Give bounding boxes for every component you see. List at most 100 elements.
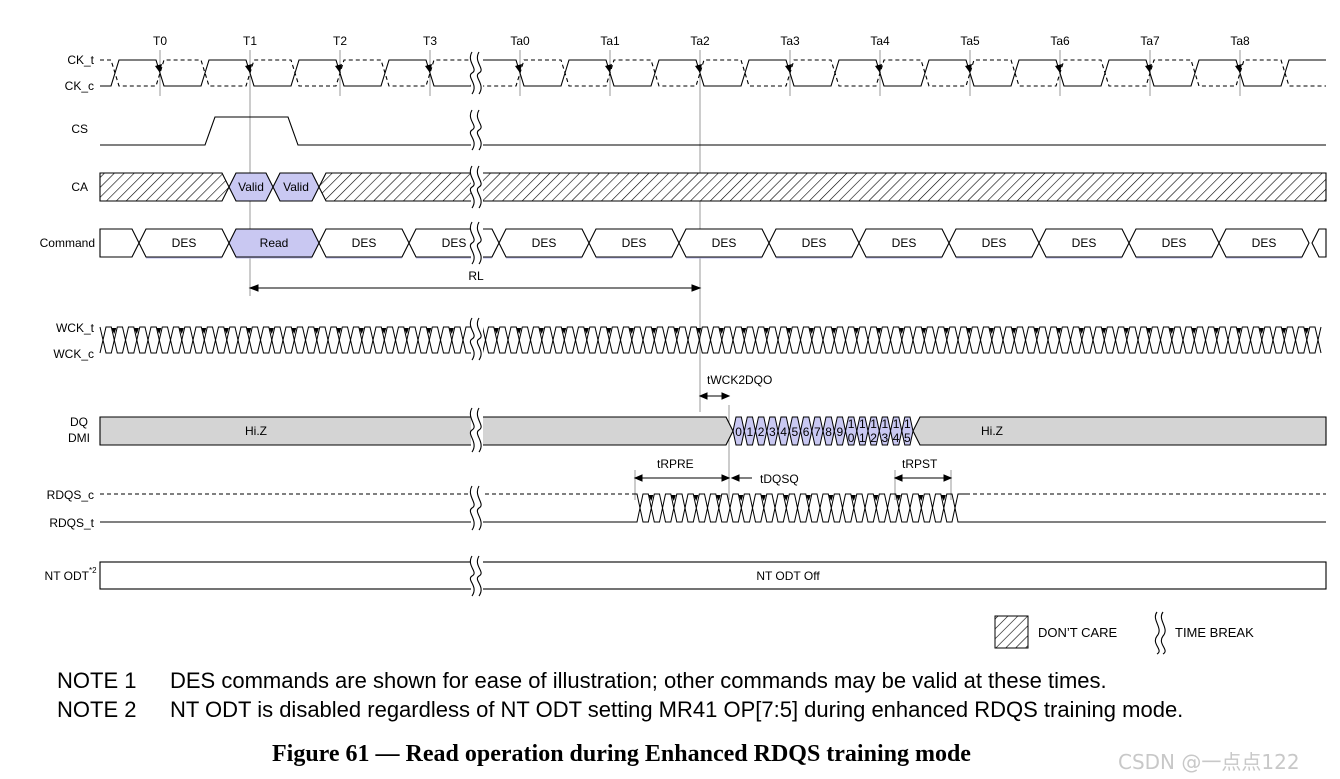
rdqs-edge-arrow <box>693 495 699 501</box>
wck-edge-arrow <box>1213 328 1219 334</box>
dq-bit-label: 1 <box>904 417 911 431</box>
command-label: DES <box>1252 236 1277 250</box>
nt-odt-label-text: NT ODT <box>45 569 90 583</box>
signal-labels: CK_t CK_c CS CA Command WCK_t WCK_c DQ D… <box>40 53 97 583</box>
ck-edge-arrow <box>335 64 342 73</box>
wck-edge-arrow <box>1123 328 1129 334</box>
dq-bit-label: 7 <box>814 425 821 439</box>
wck-edge-arrow <box>1056 328 1062 334</box>
signal-label-rdqs-c: RDQS_c <box>47 488 94 502</box>
wck-edge-arrow <box>898 328 904 334</box>
tick-label-ta5: Ta5 <box>960 34 980 48</box>
dq-bit-label: 4 <box>780 425 787 439</box>
signal-label-wck-c: WCK_c <box>53 347 94 361</box>
note-2-label: NOTE 2 <box>57 697 137 722</box>
command-label: DES <box>1162 236 1187 250</box>
time-break-markers <box>469 51 483 597</box>
time-break-curve <box>469 109 475 151</box>
command-label: DES <box>442 236 467 250</box>
wck-edge-arrow <box>1168 328 1174 334</box>
time-break-curve <box>476 485 482 531</box>
tick-label-t0: T0 <box>153 34 167 48</box>
ca-dont-care-right <box>318 172 1327 202</box>
rdqs-edge-arrow <box>895 495 901 501</box>
command-label: DES <box>622 236 647 250</box>
command-label: DES <box>802 236 827 250</box>
signal-label-command: Command <box>40 236 95 250</box>
wck-edge-arrow <box>111 328 117 334</box>
command-label: DES <box>532 236 557 250</box>
figure-caption: Figure 61 — Read operation during Enhanc… <box>272 741 971 767</box>
dq-bit-label: 9 <box>837 425 844 439</box>
rdqs-edge-arrow <box>873 495 879 501</box>
rdqs-edge-arrow <box>738 495 744 501</box>
time-break-curve <box>476 51 482 95</box>
ca-dont-care-left <box>99 172 230 202</box>
dq-bit-label-lower: 5 <box>904 431 911 445</box>
dq-bit-label-lower: 1 <box>859 431 866 445</box>
wck-edge-arrow <box>561 328 567 334</box>
wck-edge-arrow <box>966 328 972 334</box>
dq-bit-label: 1 <box>859 417 866 431</box>
wck-edge-arrows <box>111 328 1309 334</box>
wck-edge-arrow <box>268 328 274 334</box>
tdqsq-label: tDQSQ <box>760 472 799 486</box>
rdqs-edge-arrow <box>648 495 654 501</box>
dq-hiz-left <box>99 416 734 446</box>
nt-odt-bar <box>99 561 1327 590</box>
ck-edge-arrow <box>605 64 612 73</box>
wck-edge-arrow <box>1101 328 1107 334</box>
wck-edge-arrow <box>583 328 589 334</box>
wck-edge-arrow <box>381 328 387 334</box>
ck-edge-arrow <box>425 64 432 73</box>
wck-edge-arrow <box>313 328 319 334</box>
wck-edge-arrow <box>696 328 702 334</box>
dq-bit-label-lower: 4 <box>893 431 900 445</box>
time-break-curve <box>476 109 482 151</box>
wck-edge-arrow <box>673 328 679 334</box>
time-break-icon <box>1154 611 1166 655</box>
wck-edge-arrow <box>156 328 162 334</box>
rdqs-burst-wave <box>636 493 966 523</box>
time-break-curve <box>469 221 475 265</box>
ck-edge-arrow <box>245 64 252 73</box>
time-break-curve <box>469 51 475 95</box>
wck-edge-arrow <box>1033 328 1039 334</box>
ck-c-wave <box>100 59 1326 87</box>
ck-edge-arrow <box>695 64 702 73</box>
tick-label-ta0: Ta0 <box>510 34 530 48</box>
rdqs-waveform <box>100 493 1326 523</box>
signal-label-cs: CS <box>71 122 88 136</box>
time-break-curve <box>469 165 475 209</box>
signal-label-nt-odt: NT ODT <box>45 569 90 583</box>
dq-bit-label-lower: 3 <box>882 431 889 445</box>
rdqs-edge-arrow <box>850 495 856 501</box>
watermark: CSDN @一点点122 <box>1118 750 1300 774</box>
dq-bit-label: 6 <box>803 425 810 439</box>
wck-edge-arrow <box>718 328 724 334</box>
wck-edge-arrow <box>943 328 949 334</box>
dq-bit-label: 1 <box>870 417 877 431</box>
tick-label-ta2: Ta2 <box>690 34 710 48</box>
ck-edge-arrow <box>1235 64 1242 73</box>
wck-edge-arrow <box>1191 328 1197 334</box>
ca-bus <box>99 172 1327 202</box>
time-break-curve <box>476 221 482 265</box>
nt-odt-state-label: NT ODT Off <box>756 569 820 583</box>
tick-label-ta4: Ta4 <box>870 34 890 48</box>
rdqs-edge-arrow <box>940 495 946 501</box>
wck-edge-arrow <box>448 328 454 334</box>
wck-edge-arrow <box>223 328 229 334</box>
command-cell-leading <box>99 228 140 258</box>
trpre-label: tRPRE <box>657 457 694 471</box>
wck-edge-arrow <box>651 328 657 334</box>
ck-edge-arrow <box>965 64 972 73</box>
command-label: DES <box>712 236 737 250</box>
rl-label: RL <box>468 269 484 283</box>
rdqs-edge-arrow <box>783 495 789 501</box>
ck-edge-arrow <box>515 64 522 73</box>
command-label: DES <box>172 236 197 250</box>
